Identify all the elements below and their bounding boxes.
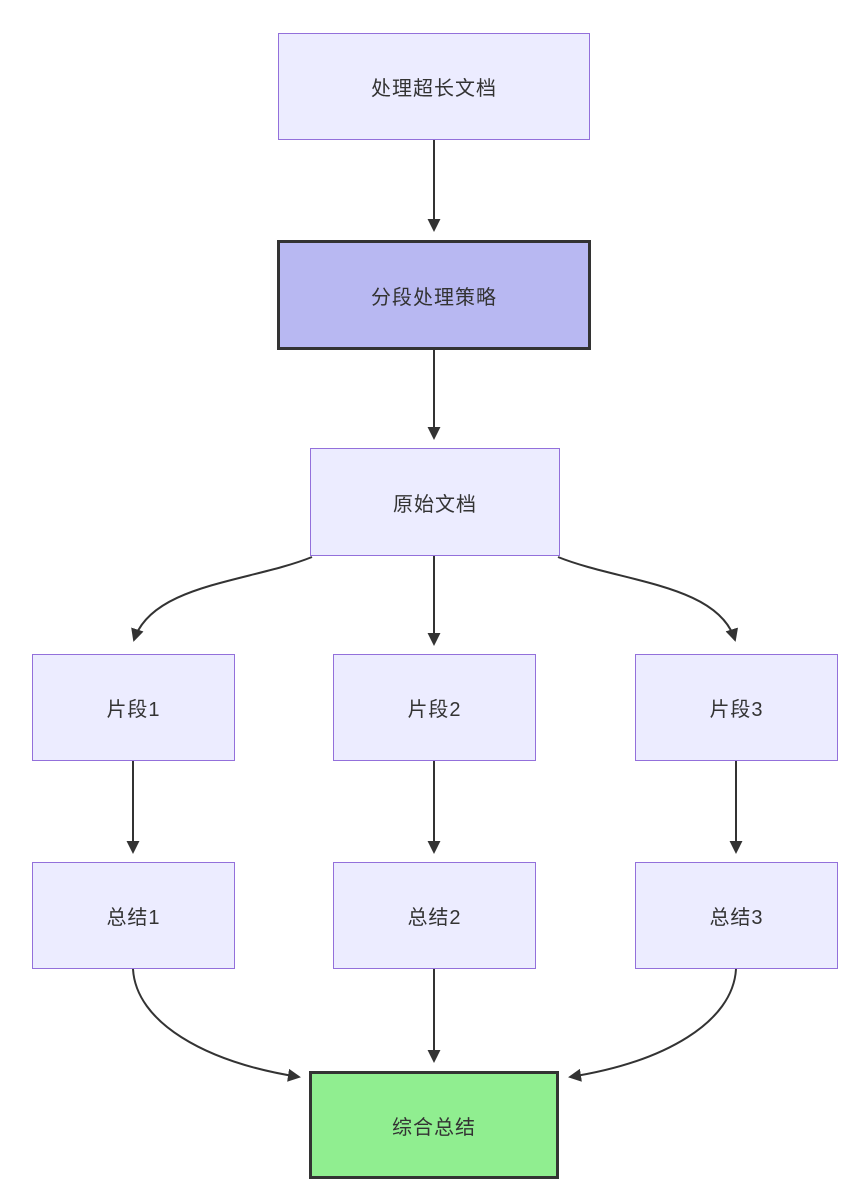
node-label: 分段处理策略: [371, 286, 497, 309]
node-label: 总结2: [407, 907, 462, 929]
node-label: 总结3: [709, 907, 764, 929]
node-fragment-1: 片段1: [32, 654, 235, 761]
node-summary-2: 总结2: [333, 862, 536, 969]
node-label: 片段2: [407, 699, 462, 721]
edge-sum3-to-final: [568, 968, 737, 1082]
node-label: 处理超长文档: [371, 78, 497, 100]
node-label: 原始文档: [393, 493, 477, 516]
edge-original-to-frag3: [557, 556, 738, 642]
node-summary-3: 总结3: [635, 862, 838, 969]
node-label: 综合总结: [392, 1116, 476, 1139]
node-label: 总结1: [106, 907, 161, 929]
edge-sum1-to-final: [132, 968, 301, 1082]
node-fragment-3: 片段3: [635, 654, 838, 761]
node-combined-summary: 综合总结: [309, 1071, 559, 1179]
node-original-document: 原始文档: [310, 448, 560, 556]
edge-original-to-frag1: [131, 556, 313, 642]
node-segmentation-strategy: 分段处理策略: [277, 240, 591, 350]
node-fragment-2: 片段2: [333, 654, 536, 761]
node-label: 片段1: [106, 699, 161, 721]
node-label: 片段3: [709, 699, 764, 721]
node-summary-1: 总结1: [32, 862, 235, 969]
node-process-long-document: 处理超长文档: [278, 33, 590, 140]
